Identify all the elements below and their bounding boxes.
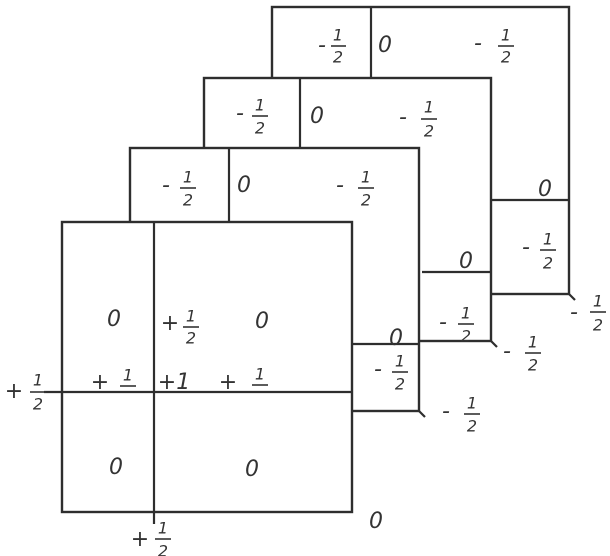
layer-3-corner-value: - 1 2 [503,333,541,375]
svg-text:1: 1 [528,333,538,352]
svg-text:-: - [162,173,170,198]
layer-1-bottom-left-value: 0 [109,455,123,480]
svg-text:1: 1 [361,168,371,187]
svg-text:2: 2 [424,122,434,141]
svg-text:1: 1 [255,365,265,384]
layer-3-side-top-value: 0 [459,249,473,274]
svg-text:1: 1 [186,307,196,326]
layer-4-top-right-value: - 1 2 [474,26,514,67]
svg-text:2: 2 [183,191,193,210]
svg-text:1: 1 [255,96,265,115]
svg-text:+: + [161,311,179,336]
svg-text:1: 1 [183,168,193,187]
layer-3-top-mid-value: 0 [310,104,324,129]
svg-text:1: 1 [33,371,43,390]
svg-text:-: - [570,300,578,325]
svg-text:2: 2 [528,356,538,375]
layer-3-top-right-value: - 1 2 [399,98,437,141]
layer-4-top-mid-value: 0 [378,33,392,58]
svg-text:-: - [236,101,244,126]
svg-text:2: 2 [158,542,168,556]
layer-3-corner-tick [490,340,498,348]
svg-text:1: 1 [593,292,603,311]
svg-text:2: 2 [543,254,553,273]
layer-1-center-value: +1 [158,370,190,395]
svg-text:-: - [336,173,344,198]
svg-text:-: - [399,105,407,130]
svg-text:1: 1 [395,352,405,371]
svg-text:-: - [522,235,530,260]
l4-tl-sign: - [318,33,326,58]
svg-text:1: 1 [467,394,477,413]
layer-2-side-bottom-value: - 1 2 [374,352,408,394]
l4-tl-den: 2 [333,48,343,67]
svg-text:-: - [474,31,482,56]
layer-3-side-bottom-value: - 1 2 [439,304,474,346]
svg-text:2: 2 [33,395,43,414]
layer-4-top-left-value: - 1 2 [318,26,346,67]
svg-text:2: 2 [361,191,371,210]
svg-text:2: 2 [186,329,196,348]
svg-text:+: + [219,370,237,395]
l4-tl-num: 1 [333,26,343,45]
svg-text:1: 1 [123,366,133,385]
svg-text:2: 2 [395,375,405,394]
svg-text:-: - [439,310,447,335]
svg-text:-: - [442,399,450,424]
layer-1-bottom-right-value: 0 [245,457,259,482]
svg-text:-: - [503,339,511,364]
layer-4-corner-value: - 1 2 [570,292,606,335]
layer-1-mid-left-value: + 1 [91,366,136,395]
layer-4-side-top-value: 0 [538,177,552,202]
layer-1-mid-right-value: + 1 [219,365,268,395]
svg-text:2: 2 [593,316,603,335]
layer-2-side-top-value: 0 [389,326,403,351]
svg-text:2: 2 [255,119,265,138]
svg-text:1: 1 [501,26,511,45]
layer-4-side-bottom-value: - 1 2 [522,230,556,273]
layer-3-top-left-value: - 1 2 [236,96,268,138]
layer-1-top-mid-value: + 1 2 [161,307,199,348]
svg-text:+: + [91,370,109,395]
layer-2-corner-tick [418,410,426,418]
layer-2-top-left-value: - 1 2 [162,168,196,210]
svg-text:2: 2 [461,327,471,346]
layer-1-top-right-value: 0 [255,309,269,334]
layer-1-top-left-value: 0 [107,307,121,332]
svg-text:2: 2 [501,48,511,67]
layer-4-corner-tick [568,293,576,301]
svg-text:2: 2 [467,417,477,436]
svg-text:1: 1 [424,98,434,117]
svg-text:1: 1 [461,304,471,323]
layer-1: 0 + 1 2 0 + 1 +1 + 1 0 0 + 1 2 + 1 [5,220,383,556]
svg-text:+: + [5,379,23,404]
layer-2-top-mid-value: 0 [237,173,251,198]
layer-2-top-right-value: - 1 2 [336,168,374,210]
layer-1-frame [60,220,354,514]
svg-text:+: + [131,527,149,552]
svg-text:1: 1 [158,519,168,538]
layer-1-bottom-label: + 1 2 [131,519,171,556]
layer-2-corner-value: - 1 2 [442,394,480,436]
svg-text:-: - [374,357,382,382]
layer-1-left-label: + 1 2 [5,371,46,414]
layer-1-corner-value: 0 [369,509,383,534]
svg-text:1: 1 [543,230,553,249]
